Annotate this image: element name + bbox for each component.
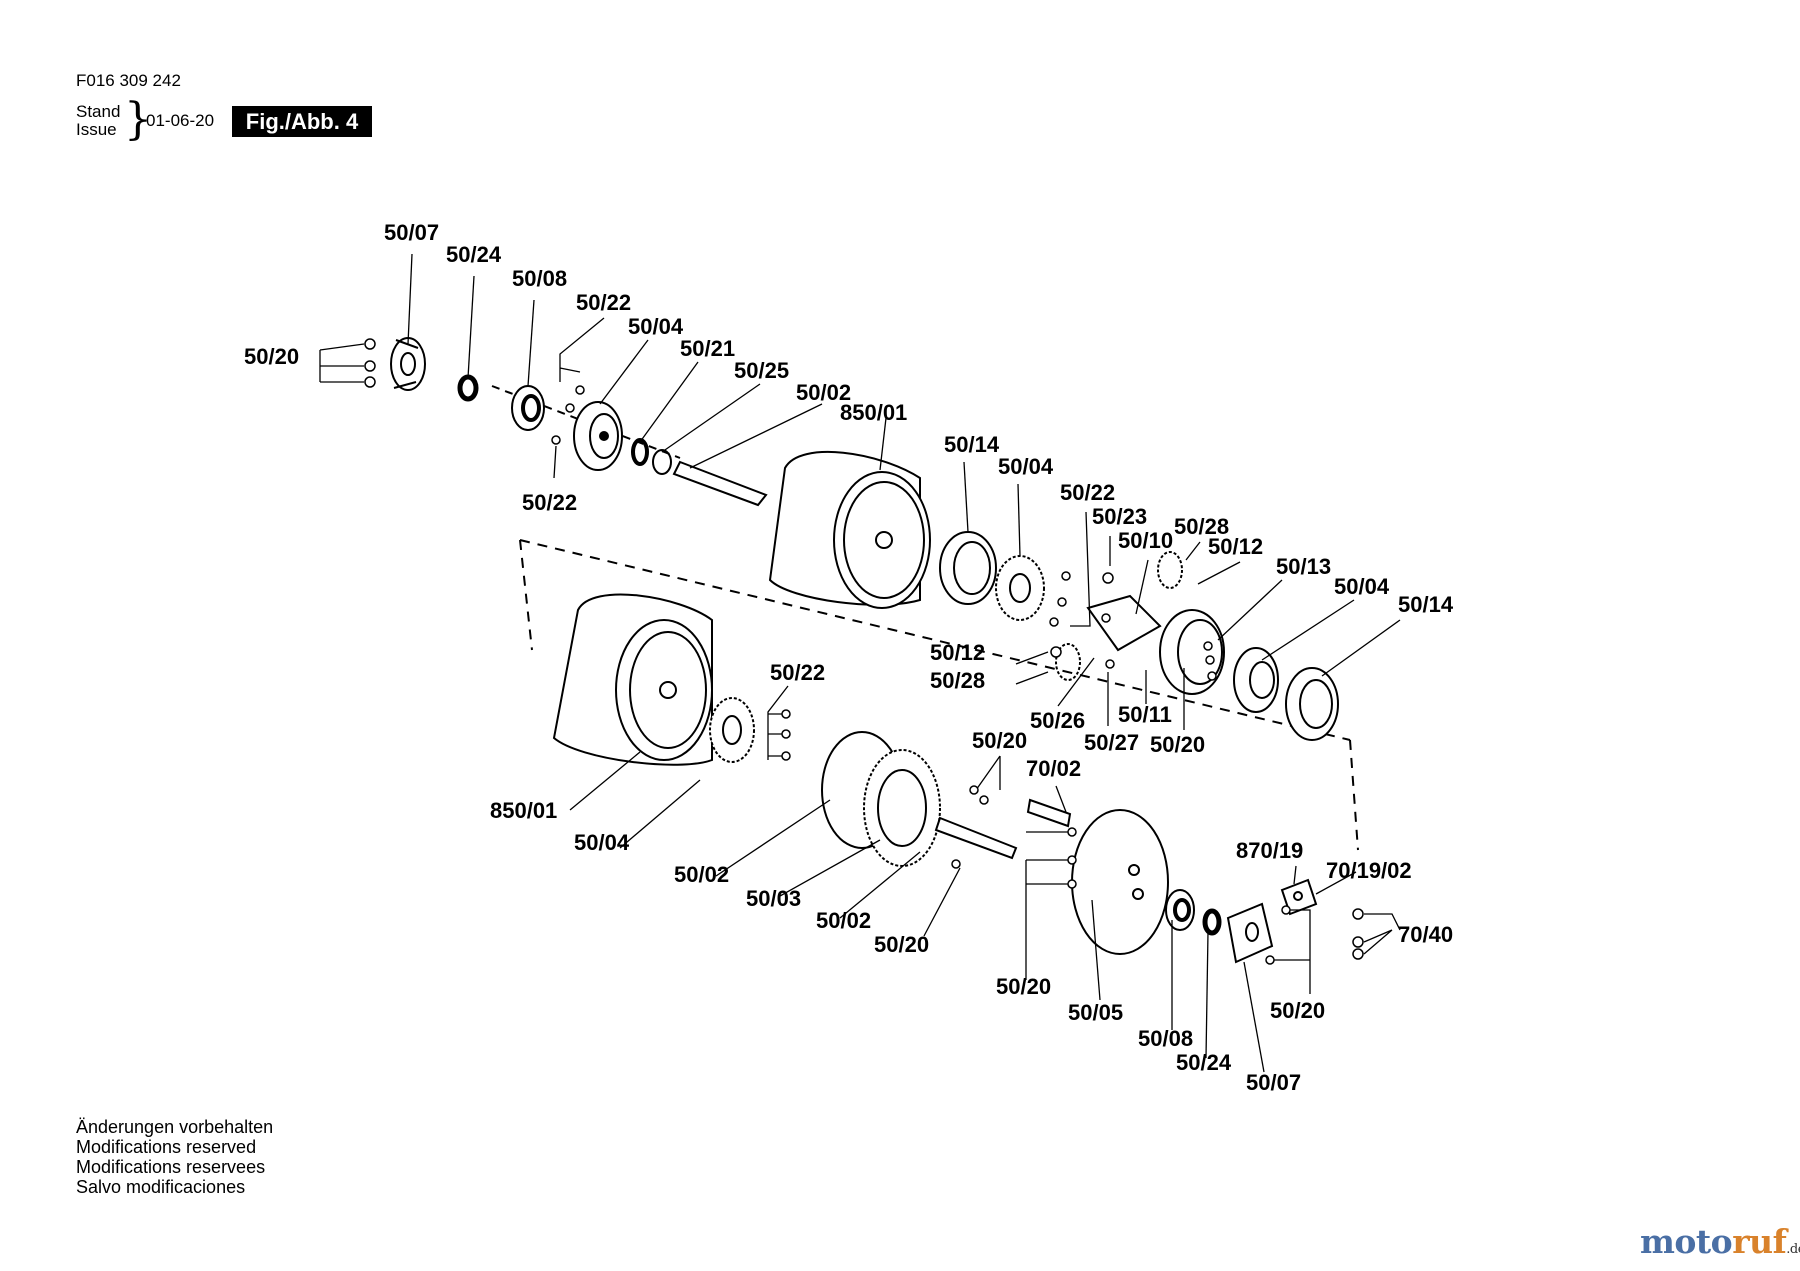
- footer-line-fr: Modifications reservees: [76, 1157, 266, 1177]
- callout-label: 50/21: [680, 336, 735, 361]
- callout-label: 50/07: [384, 220, 439, 245]
- callout-label: 50/11: [1118, 702, 1172, 727]
- callout-label: 50/20: [244, 344, 299, 369]
- callout-label: 50/22: [1060, 480, 1115, 505]
- issue-date: 01-06-20: [146, 111, 215, 130]
- washer-50-24-bottom: [1202, 908, 1222, 936]
- flange-50-04-right: [1233, 647, 1279, 713]
- callout-label: 50/14: [944, 432, 1000, 457]
- callout-label: 50/28: [930, 668, 985, 693]
- callout-label: 50/20: [1270, 998, 1325, 1023]
- logo-domain: .de: [1786, 1242, 1800, 1257]
- callout-label: 50/12: [1208, 534, 1263, 559]
- footer-line-de: Änderungen vorbehalten: [76, 1117, 274, 1137]
- cover-plate-50-05: [1071, 809, 1169, 955]
- gear-50-04-bottom: [709, 697, 755, 763]
- callout-label: 50/28: [1174, 514, 1229, 539]
- callout-label: 50/02: [796, 380, 851, 405]
- dashed-phantom-line: [519, 539, 1359, 851]
- circlip-50-21: [631, 438, 649, 466]
- doc-number: F016 309 242: [76, 71, 181, 90]
- callout-label: 50/20: [1150, 732, 1205, 757]
- callout-label: 50/02: [816, 908, 871, 933]
- drum-850-01-top: [768, 450, 931, 609]
- callout-label: 70/19/02: [1326, 858, 1412, 883]
- ring-gear-50-03: [821, 731, 941, 867]
- callout-label: 70/02: [1026, 756, 1081, 781]
- callout-label: 50/05: [1068, 1000, 1123, 1025]
- callout-label: 50/04: [998, 454, 1054, 479]
- seal-ring-50-14-top: [939, 531, 997, 605]
- callout-label: 50/25: [734, 358, 789, 383]
- callout-label: 50/20: [972, 728, 1027, 753]
- bearing-50-08-bottom: [1165, 889, 1195, 931]
- callout-label: 50/22: [770, 660, 825, 685]
- callout-label: 50/27: [1084, 730, 1139, 755]
- screws: [364, 338, 1364, 965]
- callout-label: 50/26: [1030, 708, 1085, 733]
- shaft-50-02-bottom: [934, 816, 1018, 860]
- callout-label: 870/19: [1236, 838, 1303, 863]
- callout-label: 50/10: [1118, 528, 1173, 553]
- leader-lines: [319, 253, 1401, 1073]
- callout-label: 50/20: [874, 932, 929, 957]
- motoruf-logo: motoruf.de: [1640, 1222, 1800, 1261]
- issue-label: Issue: [76, 120, 117, 139]
- callout-label: 50/20: [996, 974, 1051, 999]
- callout-label: 50/14: [1398, 592, 1454, 617]
- drawing-parts: [319, 253, 1401, 1073]
- footer-line-en: Modifications reserved: [76, 1137, 257, 1157]
- callout-label: 50/07: [1246, 1070, 1301, 1095]
- callout-label: 50/23: [1092, 504, 1147, 529]
- logo-part-b: ruf: [1732, 1222, 1787, 1261]
- end-cap-left: [390, 337, 426, 391]
- stand-label: Stand: [76, 102, 121, 121]
- callout-label: 50/08: [512, 266, 567, 291]
- washer-50-25: [652, 449, 672, 475]
- flange-50-04-top: [573, 401, 623, 471]
- callout-label: 50/12: [930, 640, 985, 665]
- callout-label: 50/04: [574, 830, 630, 855]
- callout-label: 50/13: [1276, 554, 1331, 579]
- callout-label: 50/02: [674, 862, 729, 887]
- callout-label: 50/08: [1138, 1026, 1193, 1051]
- callout-label: 850/01: [840, 400, 907, 425]
- housing-50-13: [1159, 609, 1225, 695]
- logo-part-a: moto: [1640, 1222, 1733, 1261]
- callout-label: 50/22: [576, 290, 631, 315]
- washer-50-24: [457, 374, 479, 402]
- callout-label: 70/40: [1398, 922, 1453, 947]
- gear-50-04-top: [995, 555, 1045, 621]
- callout-label: 50/04: [1334, 574, 1390, 599]
- callout-label: 50/22: [522, 490, 577, 515]
- brace-icon: }: [124, 94, 152, 145]
- callout-label: 850/01: [490, 798, 557, 823]
- footer-notice: Änderungen vorbehalten Modifications res…: [76, 1117, 273, 1197]
- figure-badge: Fig./Abb. 4: [232, 106, 372, 137]
- callout-label: 50/03: [746, 886, 801, 911]
- footer-line-es: Salvo modificaciones: [76, 1177, 246, 1197]
- callout-labels: 50/0750/2450/0850/2250/0450/2150/2550/02…: [244, 220, 1454, 1095]
- differential-housing: [1055, 551, 1183, 681]
- callout-label: 50/24: [1176, 1050, 1232, 1075]
- pinion-70-02: [1026, 798, 1072, 828]
- end-cap-right: [1226, 902, 1274, 964]
- bearing-50-08: [511, 385, 545, 431]
- shaft-50-02-top: [672, 460, 768, 507]
- callout-label: 50/24: [446, 242, 502, 267]
- callout-label: 50/04: [628, 314, 684, 339]
- seal-ring-50-14-right: [1285, 667, 1339, 741]
- drum-850-01-bottom: [552, 593, 713, 766]
